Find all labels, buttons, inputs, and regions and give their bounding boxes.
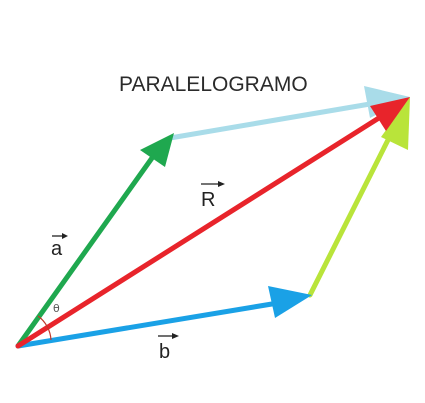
diagram-title: PARALELOGRAMO xyxy=(119,73,308,96)
angle-theta-label: θ xyxy=(53,302,60,315)
vector-resultant xyxy=(15,97,410,349)
angle-theta: θ xyxy=(37,302,60,341)
label-r-text: R xyxy=(201,189,215,211)
label-a-text: a xyxy=(51,238,63,260)
label-b-text: b xyxy=(159,341,170,363)
vector-a xyxy=(15,133,174,349)
vector-b xyxy=(15,286,312,349)
label-a: a xyxy=(51,233,68,260)
label-b: b xyxy=(158,333,179,363)
vector-b-parallel xyxy=(307,97,410,298)
label-r: R xyxy=(201,181,225,211)
